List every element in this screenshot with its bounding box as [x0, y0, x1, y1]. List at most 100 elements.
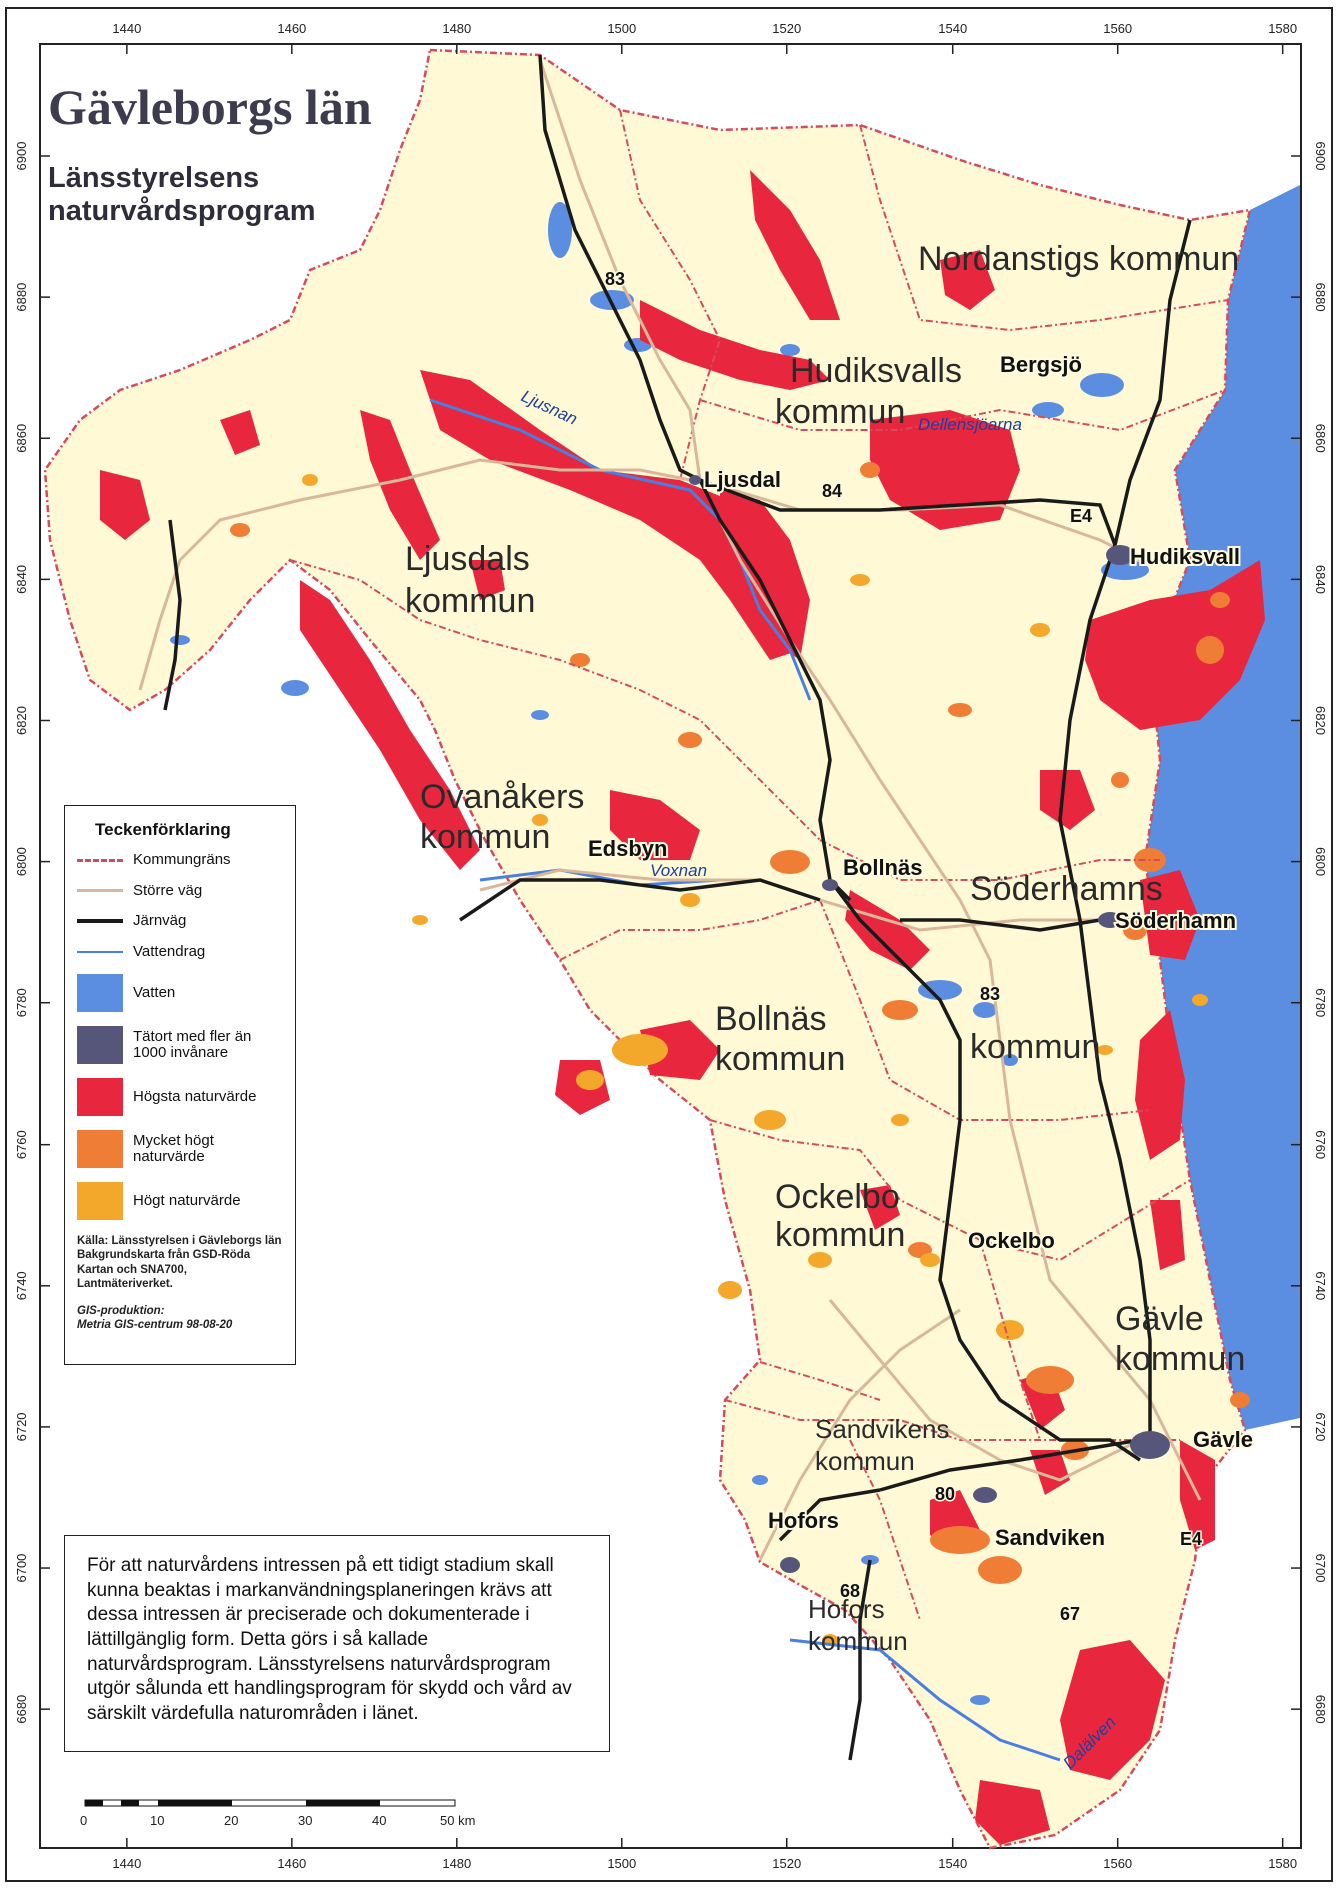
grid-coordinate-label: 6680: [1313, 1695, 1328, 1724]
grid-coordinate-label: 1500: [607, 21, 636, 36]
grid-coordinate-label: 6860: [14, 424, 29, 453]
legend-item-water: Vatten: [77, 974, 283, 1012]
map-title: Gävleborgs län: [48, 79, 372, 135]
legend-label: Högsta naturvärde: [133, 1087, 257, 1105]
grid-coordinate-label: 6780: [14, 988, 29, 1017]
sea-water: [1145, 185, 1300, 1430]
water-label: Voxnan: [650, 861, 707, 880]
town-label: Edsbyn: [588, 836, 667, 861]
grid-coordinate-label: 1560: [1103, 21, 1132, 36]
legend-item-highest: Högsta naturvärde: [77, 1078, 283, 1116]
legend-item-very-high: Mycket högt naturvärde: [77, 1130, 283, 1168]
municipality-label: Gävle: [1115, 1300, 1204, 1338]
road-number-label: 84: [822, 481, 842, 501]
town-label: Ockelbo: [968, 1228, 1055, 1253]
info-text: För att naturvårdens intressen på ett ti…: [87, 1555, 572, 1725]
title-block: Gävleborgs län Länsstyrelsens naturvårds…: [48, 82, 408, 229]
very-high-value-areas: [230, 462, 1250, 1584]
grid-coordinate-label: 6840: [14, 565, 29, 594]
grid-coordinate-label: 6880: [14, 283, 29, 312]
legend-item-stream: Vattendrag: [77, 942, 283, 961]
grid-coordinate-label: 6840: [1313, 565, 1328, 594]
municipality-label: Hudiksvalls: [790, 352, 962, 390]
town-label: Bergsjö: [1000, 352, 1082, 377]
high-swatch: [77, 1182, 123, 1220]
municipal-boundaries: [289, 109, 1229, 1621]
grid-coordinate-label: 6760: [14, 1130, 29, 1159]
grid-coordinate-label: 6740: [1313, 1271, 1328, 1300]
scale-bar: 0 10 20 30 40 50 km: [80, 1799, 475, 1828]
grid-coordinate-label: 6740: [14, 1271, 29, 1300]
municipality-label: kommun: [775, 1216, 905, 1254]
legend-label: Järnväg: [133, 912, 187, 929]
grid-coordinate-label: 6800: [14, 847, 29, 876]
grid-coordinate-label: 6900: [1313, 142, 1328, 171]
legend-item-high: Högt naturvärde: [77, 1182, 283, 1220]
town-labels: Bergsjö Ljusdal Hudiksvall Edsbyn Bollnä…: [586, 350, 1255, 1552]
grid-coordinate-label: 1520: [772, 1856, 801, 1871]
municipality-label: kommun: [420, 818, 550, 856]
scale-bar-label: 40: [372, 1813, 386, 1828]
municipality-label: Sandvikens: [815, 1414, 949, 1444]
legend-item-urban: Tätort med fler än 1000 invånare: [77, 1026, 283, 1064]
town-label: Gävle: [1193, 1427, 1253, 1452]
municipality-label: kommun: [808, 1626, 908, 1656]
legend-source: Källa: Länsstyrelsen i Gävleborgs län Ba…: [77, 1235, 282, 1291]
scale-bar-segment: [158, 1800, 232, 1806]
road-number-label: 68: [840, 1581, 860, 1601]
municipality-label: Nordanstigs kommun: [918, 240, 1239, 278]
road-number-label: E4: [1070, 506, 1092, 526]
scale-bar-segment: [306, 1800, 380, 1806]
grid-coordinate-label: 1580: [1268, 21, 1297, 36]
road-number-label: 83: [605, 269, 625, 289]
grid-coordinate-label: 1460: [277, 21, 306, 36]
road-number-label: E4: [1180, 1529, 1202, 1549]
grid-coordinate-label: 6720: [14, 1412, 29, 1441]
boundary-swatch: [77, 858, 123, 862]
municipality-label: kommun: [815, 1446, 915, 1476]
grid-coordinate-label: 6780: [1313, 988, 1328, 1017]
road-number-label: 80: [935, 1484, 955, 1504]
high-value-areas: [302, 474, 1208, 1646]
grid-coordinate-label: 1560: [1103, 1856, 1132, 1871]
road-swatch: [77, 889, 123, 893]
road-number-labels: 83 84 E4 83 80 68 67 E4: [604, 268, 1204, 1626]
scale-bar-label: 20: [224, 1813, 238, 1828]
municipality-label: Ovanåkers: [420, 778, 584, 816]
grid-coordinate-label: 1480: [442, 21, 471, 36]
road-number-label: 67: [1060, 1604, 1080, 1624]
grid-coordinate-label: 6880: [1313, 283, 1328, 312]
scale-bar-segment: [85, 1800, 103, 1806]
highest-swatch: [77, 1078, 123, 1116]
legend-label: Större väg: [133, 881, 203, 899]
municipality-label: Ockelbo: [775, 1178, 900, 1216]
town-label: Sandviken: [995, 1525, 1105, 1550]
grid-labels-left: 6900688068606840682068006780676067406720…: [14, 142, 50, 1724]
grid-coordinate-label: 1500: [607, 1856, 636, 1871]
town-label: Ljusdal: [704, 467, 781, 492]
scale-bar-label: 0: [80, 1813, 87, 1828]
legend-item-rail: Järnväg: [77, 912, 283, 930]
grid-coordinate-label: 6720: [1313, 1412, 1328, 1441]
rail-swatch: [77, 919, 123, 924]
water-swatch: [77, 974, 123, 1012]
railways: [163, 54, 1192, 1761]
urban-areas: [689, 475, 1170, 1573]
municipality-label: Ljusdals: [405, 540, 530, 578]
grid-coordinate-label: 1440: [112, 1856, 141, 1871]
legend-label: Vatten: [133, 983, 176, 1001]
grid-coordinate-label: 1580: [1268, 1856, 1297, 1871]
legend-label: Vattendrag: [133, 942, 206, 960]
legend-title: Teckenförklaring: [95, 820, 231, 839]
municipality-label: kommun: [775, 393, 905, 431]
legend-item-road: Större väg: [77, 881, 283, 900]
town-label: Hofors: [768, 1508, 839, 1533]
very-high-swatch: [77, 1130, 123, 1168]
municipality-label: Hofors: [808, 1594, 885, 1624]
scale-bar-label: 10: [150, 1813, 164, 1828]
lakes: [170, 202, 1149, 1705]
grid-coordinate-label: 6860: [1313, 424, 1328, 453]
road-number-label: 83: [980, 984, 1000, 1004]
grid-coordinate-label: 6820: [14, 706, 29, 735]
municipality-label: kommun: [970, 1028, 1100, 1066]
